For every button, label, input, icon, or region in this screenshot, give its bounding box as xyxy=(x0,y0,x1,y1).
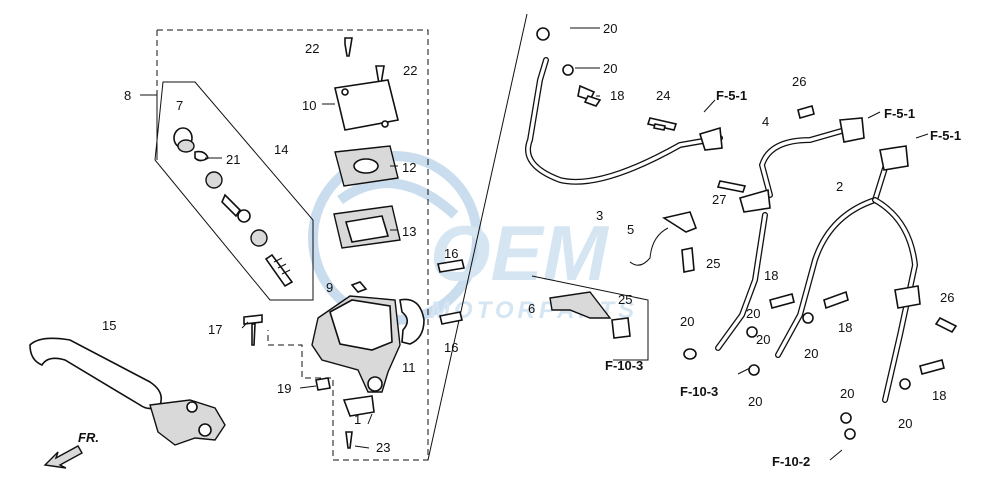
callout-7: 7 xyxy=(176,98,183,113)
ref-f-10-3-a: F-10-3 xyxy=(605,358,643,373)
ref-f-5-1-a: F-5-1 xyxy=(716,88,747,103)
callout-22-upper: 22 xyxy=(305,41,319,56)
callout-25-lower: 25 xyxy=(618,292,632,307)
callout-26-lower: 26 xyxy=(940,290,954,305)
callout-26-upper: 26 xyxy=(792,74,806,89)
callout-20-b: 20 xyxy=(603,61,617,76)
callout-22-lower: 22 xyxy=(403,63,417,78)
master-cylinder-body xyxy=(311,281,425,449)
mounting-bolts xyxy=(243,259,465,346)
callout-12: 12 xyxy=(402,160,416,175)
callout-25-upper: 25 xyxy=(706,256,720,271)
callout-20-e: 20 xyxy=(748,394,762,409)
callout-23: 23 xyxy=(376,440,390,455)
callout-20-i: 20 xyxy=(756,332,770,347)
piston-kit-parts xyxy=(173,127,294,288)
washers-and-bolts xyxy=(583,95,958,440)
callout-20-d: 20 xyxy=(746,306,760,321)
callout-4: 4 xyxy=(762,114,769,129)
callout-8: 8 xyxy=(124,88,131,103)
callout-17: 17 xyxy=(208,322,222,337)
callout-9: 9 xyxy=(326,280,333,295)
callout-27: 27 xyxy=(712,192,726,207)
bracket-14-line xyxy=(154,81,314,301)
callout-11: 11 xyxy=(402,360,416,375)
hose-clamps xyxy=(549,211,698,319)
callout-18-lower: 18 xyxy=(932,388,946,403)
watermark-brand: OEM xyxy=(430,209,610,297)
ref-f-5-1-c: F-5-1 xyxy=(930,128,961,143)
master-cylinder-group-boundary xyxy=(157,29,429,461)
callout-16-lower: 16 xyxy=(444,340,458,355)
callout-20-g: 20 xyxy=(840,386,854,401)
bracket-8-line xyxy=(140,94,158,160)
callout-15: 15 xyxy=(102,318,116,333)
callout-13: 13 xyxy=(402,224,416,239)
callout-3: 3 xyxy=(596,208,603,223)
callout-20-a: 20 xyxy=(603,21,617,36)
front-direction-label: FR. xyxy=(78,430,99,445)
callout-18-top: 18 xyxy=(610,88,624,103)
callout-20-f: 20 xyxy=(804,346,818,361)
ref-f-5-1-b: F-5-1 xyxy=(884,106,915,121)
ref-f-10-2: F-10-2 xyxy=(772,454,810,469)
callout-18-right: 18 xyxy=(838,320,852,335)
figure-references: F-5-1 F-5-1 F-5-1 F-10-3 F-10-3 F-10-2 xyxy=(605,88,961,469)
hose-3-boundary-line xyxy=(427,13,528,461)
callout-2: 2 xyxy=(836,179,843,194)
callout-19: 19 xyxy=(277,381,291,396)
callout-20-c: 20 xyxy=(680,314,694,329)
callout-18-middle: 18 xyxy=(764,268,778,283)
brake-lever xyxy=(29,337,226,446)
ref-f-10-3-b: F-10-3 xyxy=(680,384,718,399)
callout-5: 5 xyxy=(627,222,634,237)
callout-20-h: 20 xyxy=(898,416,912,431)
callout-1: 1 xyxy=(354,412,361,427)
callout-14: 14 xyxy=(274,142,288,157)
callout-24: 24 xyxy=(656,88,670,103)
callout-leaders xyxy=(205,27,649,449)
callout-21: 21 xyxy=(226,152,240,167)
reservoir-cover-parts xyxy=(333,37,401,249)
callout-labels: 1 2 3 4 5 6 7 8 9 10 11 12 13 14 15 16 1… xyxy=(102,21,954,455)
brake-hose-3 xyxy=(525,27,723,185)
front-direction-indicator: FR. xyxy=(43,430,99,469)
brake-hoses-4-and-2 xyxy=(715,117,921,403)
callout-6: 6 xyxy=(528,301,535,316)
callout-16-upper: 16 xyxy=(444,246,458,261)
callout-10: 10 xyxy=(302,98,316,113)
